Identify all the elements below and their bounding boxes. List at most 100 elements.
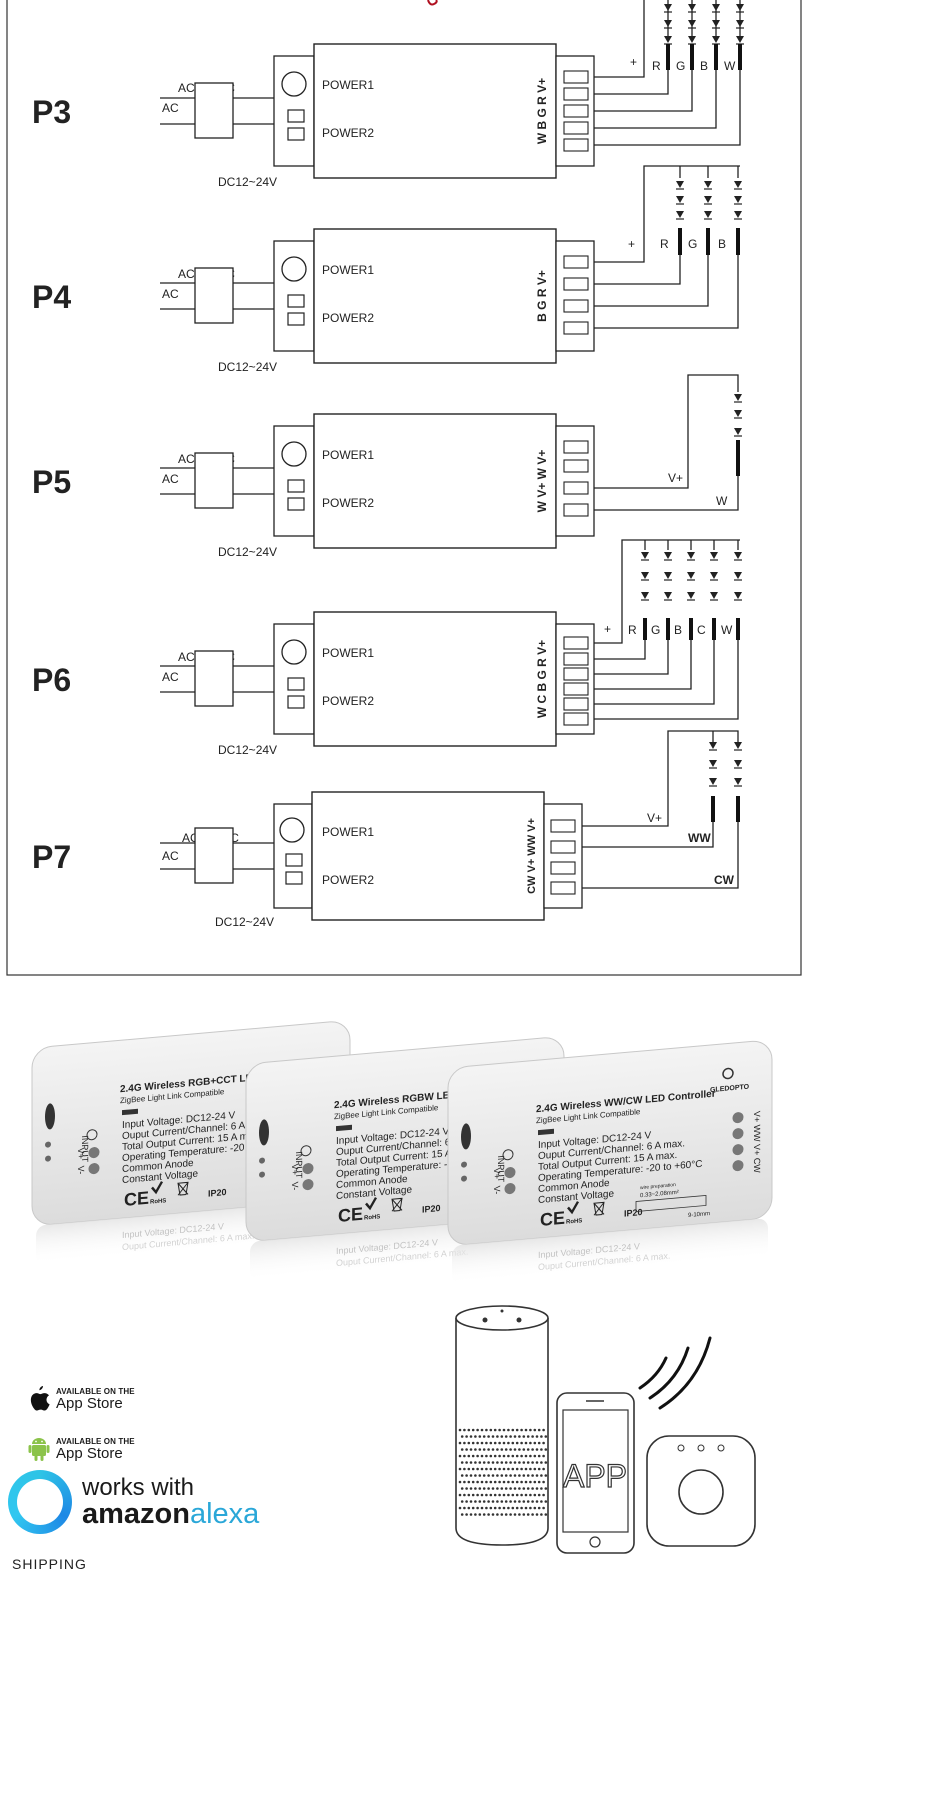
diode-symbol [687, 552, 695, 559]
speaker-grille-dot [504, 1461, 508, 1464]
led-strip-bar [714, 44, 718, 70]
hub-indicator [677, 1444, 685, 1452]
speaker-grille-dot [544, 1461, 548, 1464]
output-terminal [563, 503, 589, 517]
diode-symbol [688, 20, 696, 27]
screw-terminal [732, 1112, 744, 1124]
speaker-grille-dot [531, 1500, 534, 1503]
speaker-grille-dot [533, 1428, 537, 1432]
strip-label: G [676, 59, 685, 73]
speaker-grille-dot [478, 1448, 482, 1451]
speaker-grille-dot [485, 1467, 488, 1471]
speaker-grille-dot [544, 1513, 548, 1516]
echo-button [482, 1317, 488, 1323]
speaker-grille-dot [458, 1467, 462, 1471]
speaker-grille-dot [498, 1467, 501, 1471]
speaker-grille-dot [476, 1480, 479, 1484]
speaker-grille-dot [509, 1435, 512, 1438]
speaker-grille-dot [493, 1493, 497, 1497]
speaker-grille-dot [498, 1506, 501, 1510]
input-connector-icon [502, 1149, 514, 1161]
speaker-grille-dot [504, 1448, 508, 1451]
input-connector-icon [300, 1145, 312, 1157]
speaker-grille-dot [469, 1474, 473, 1477]
diode-symbol [664, 4, 672, 11]
led-strip-bar [736, 796, 740, 822]
speaker-grille-dot [515, 1454, 519, 1458]
output-terminal [563, 121, 589, 135]
power-jack [281, 71, 307, 97]
speaker-grille-dot [471, 1441, 475, 1445]
ce-mark: CE [124, 1188, 149, 1210]
speaker-grille-dot [487, 1513, 490, 1516]
speaker-grille-dot [458, 1454, 462, 1458]
output-terminal [563, 459, 589, 473]
speaker-grille-dot [463, 1454, 466, 1458]
panel-label: P6 [32, 662, 71, 698]
hub-button [678, 1469, 724, 1515]
speaker-grille-dot [511, 1454, 515, 1458]
speaker-grille-dot [498, 1428, 501, 1432]
speaker-grille-dot [471, 1454, 475, 1458]
gledopto-logo-icon [722, 1067, 734, 1080]
right-terminal-labels: V+ WW V+ CW [752, 1111, 762, 1174]
power-terminal [287, 127, 305, 141]
speaker-grille-dot [460, 1435, 464, 1438]
speaker-grille-dot [535, 1513, 539, 1516]
led-strip-bar [666, 44, 670, 70]
diode-symbol [734, 394, 742, 401]
terminal-label: W V+ W V+ [535, 450, 549, 513]
ce-mark: CE [540, 1208, 565, 1230]
speaker-grille-dot [518, 1461, 521, 1464]
speaker-grille-dot [520, 1480, 523, 1484]
converter-box [194, 267, 234, 324]
speaker-grille-dot [491, 1487, 495, 1490]
plus-label: + [604, 622, 611, 636]
output-terminal [563, 712, 589, 726]
ios-app-store-badge[interactable]: AVAILABLE ON THE App Store [28, 1386, 135, 1412]
dc-label: DC12~24V [218, 743, 277, 757]
speaker-grille-dot [540, 1448, 543, 1451]
diode-symbol [709, 778, 717, 785]
dc-label: DC12~24V [215, 915, 274, 929]
screw-terminal [732, 1128, 744, 1140]
alexa-ring-icon [8, 1470, 72, 1534]
diode-symbol [641, 552, 649, 559]
power-terminal [287, 109, 305, 123]
strip-label: R [660, 237, 669, 251]
red-mark-fragment [427, 0, 438, 6]
converter-box [194, 82, 234, 139]
indicator-hole [45, 1141, 51, 1148]
side-vminus-label: V- [290, 1181, 300, 1190]
alexa-amazon-text: amazon [82, 1497, 190, 1530]
android-app-store-badge[interactable]: AVAILABLE ON THE App Store [28, 1436, 135, 1462]
smart-devices-illustration: APP [455, 1305, 756, 1554]
speaker-grille-dot [518, 1435, 521, 1438]
speaker-grille-dot [485, 1441, 488, 1445]
speaker-grille-dot [493, 1467, 497, 1471]
speaker-grille-dot [531, 1487, 534, 1490]
speaker-grille-dot [487, 1448, 490, 1451]
speaker-grille-dot [507, 1467, 510, 1471]
rohs-mark: RoHS [566, 1218, 582, 1225]
diode-symbol [676, 181, 684, 188]
weee-bin-icon [391, 1197, 403, 1212]
speaker-grille-dot [480, 1480, 484, 1484]
speaker-grille-dot [465, 1448, 468, 1451]
wire [594, 640, 715, 705]
plus-label: + [628, 237, 635, 251]
speaker-grille-dot [535, 1474, 539, 1477]
speaker-grille-dot [487, 1461, 490, 1464]
speaker-grille-dot [469, 1487, 473, 1490]
speaker-grille-dot [526, 1513, 530, 1516]
speaker-grille-dot [518, 1487, 521, 1490]
wifi-signal-arc [648, 1346, 690, 1400]
power1-label: POWER1 [322, 646, 374, 660]
ac-label: AC [162, 472, 179, 486]
speaker-grille-dot [540, 1461, 543, 1464]
rohs-check-icon [567, 1201, 580, 1215]
power-terminal [287, 479, 305, 493]
speaker-grille-dot [537, 1467, 541, 1471]
output-terminal [550, 840, 576, 854]
speaker-grille-dot [542, 1493, 545, 1497]
